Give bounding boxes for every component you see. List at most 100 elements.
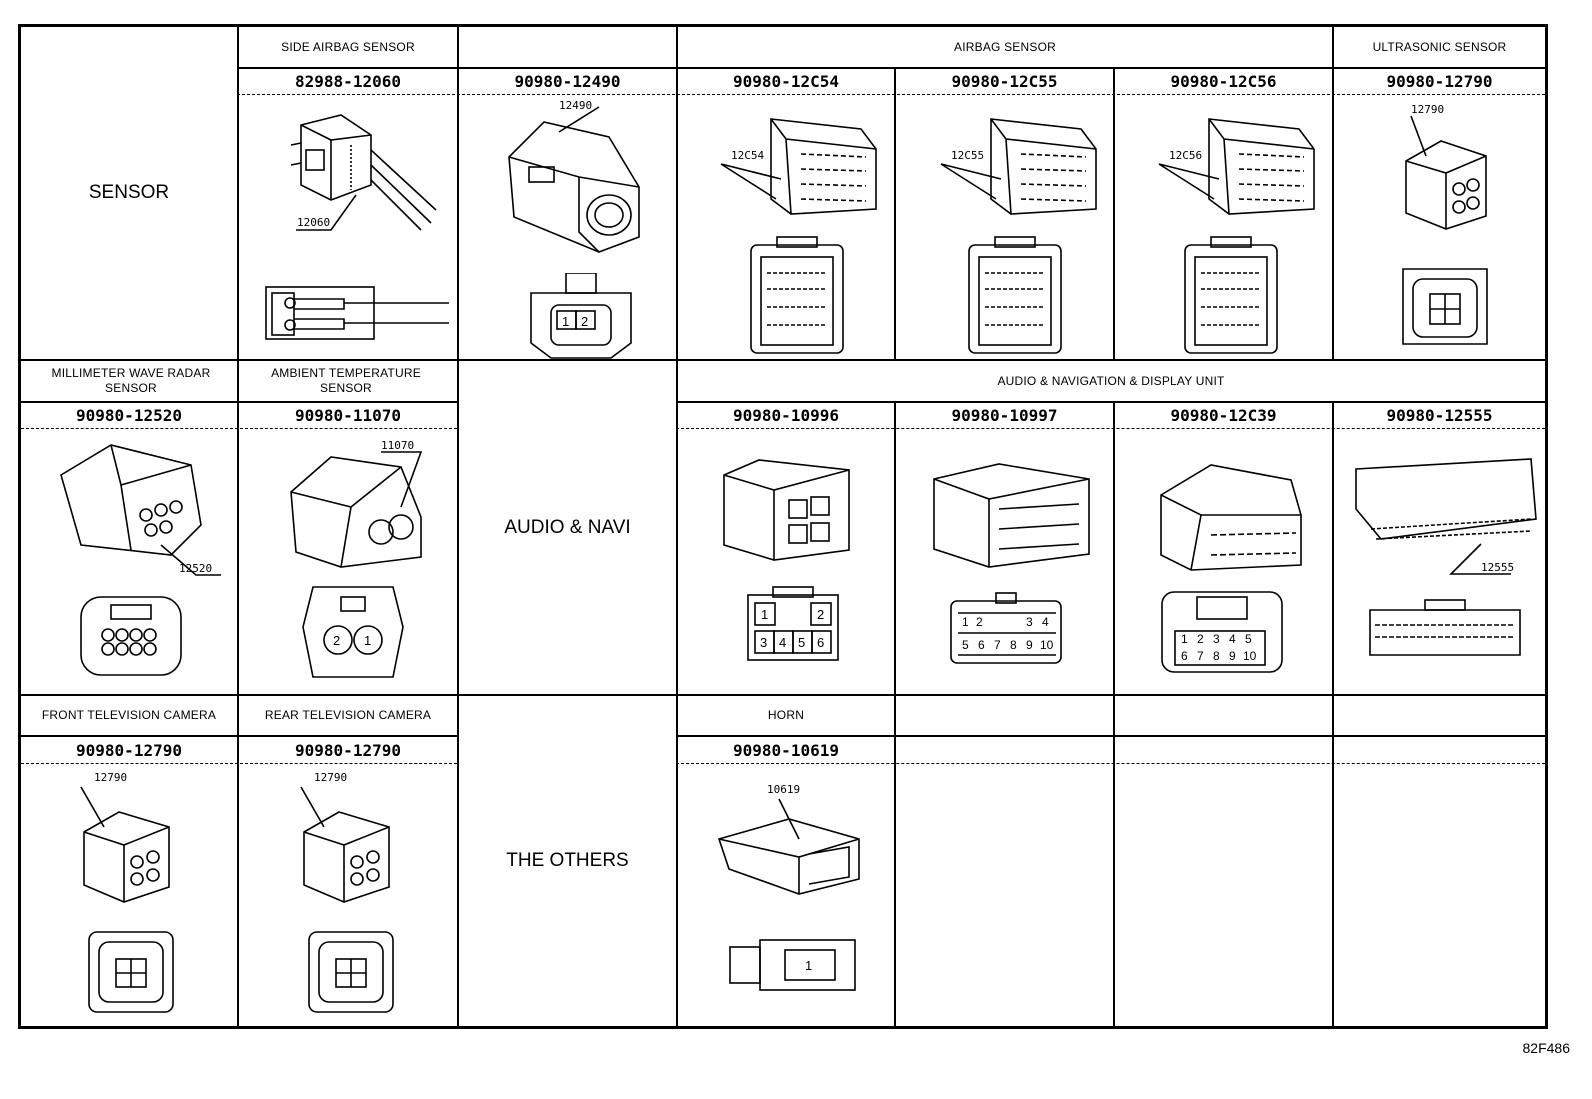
pin-number: 9 bbox=[1026, 638, 1033, 652]
pin-number: 1 bbox=[805, 958, 812, 973]
part-number: 90980-12C55 bbox=[951, 72, 1058, 91]
group-label-the-others: THE OTHERS bbox=[506, 850, 629, 871]
part-number: 90980-12490 bbox=[514, 72, 621, 91]
connector-illustration-12520: 12520 bbox=[51, 435, 221, 585]
section-title-side-airbag-sensor: SIDE AIRBAG SENSOR bbox=[281, 39, 415, 54]
pin-number: 3 bbox=[1026, 615, 1033, 629]
pin-number: 6 bbox=[978, 638, 985, 652]
pin-number: 2 bbox=[976, 615, 983, 629]
section-title-audio-navigation-display-unit: AUDIO & NAVIGATION & DISPLAY UNIT bbox=[997, 373, 1225, 388]
callout-label: 10619 bbox=[767, 783, 800, 796]
pin-number: 9 bbox=[1229, 649, 1236, 663]
pin-number: 2 bbox=[1197, 632, 1204, 646]
connector-illustration-front-camera-12790: 12790 bbox=[69, 767, 189, 907]
connector-face-12c54 bbox=[747, 235, 847, 355]
connector-illustration-rear-camera-12790: 12790 bbox=[289, 767, 409, 907]
pin-number: 7 bbox=[1197, 649, 1204, 663]
callout-label: 12555 bbox=[1481, 561, 1514, 574]
callout-label: 12520 bbox=[179, 562, 212, 575]
callout-label: 12790 bbox=[1411, 103, 1444, 116]
connector-illustration-10997 bbox=[929, 459, 1099, 569]
section-title-horn: HORN bbox=[767, 708, 805, 722]
part-number: 90980-11070 bbox=[295, 406, 401, 425]
connector-illustration-12555: 12555 bbox=[1351, 449, 1541, 579]
part-number: 90980-10996 bbox=[733, 406, 839, 425]
connector-face-10997: 1 2 3 4 5 6 7 8 9 10 bbox=[946, 591, 1066, 671]
pin-number: 5 bbox=[798, 635, 805, 650]
connector-illustration-12490: 12490 bbox=[499, 97, 649, 257]
pin-number: 6 bbox=[817, 635, 824, 650]
connector-face-12c55 bbox=[965, 235, 1065, 355]
pin-number: 10 bbox=[1040, 638, 1054, 652]
callout-label: 11070 bbox=[381, 439, 414, 452]
connector-face-11070: 2 1 bbox=[293, 582, 413, 682]
pin-number: 8 bbox=[1213, 649, 1220, 663]
pin-number: 3 bbox=[760, 635, 767, 650]
section-title-ambient-temperature-sensor: AMBIENT TEMPERATURE SENSOR bbox=[271, 366, 421, 395]
pin-number: 3 bbox=[1213, 632, 1220, 646]
connector-illustration-12790: 12790 bbox=[1391, 101, 1501, 231]
section-title-airbag-sensor: AIRBAG SENSOR bbox=[954, 39, 1056, 54]
pin-number: 10 bbox=[1243, 649, 1257, 663]
callout-label: 12C56 bbox=[1169, 149, 1202, 162]
connector-illustration-12c55: 12C55 bbox=[931, 109, 1101, 219]
connector-face-12490: 1 2 bbox=[521, 273, 641, 363]
pin-number: 1 bbox=[1181, 632, 1188, 646]
connector-face-12c39: 1 2 3 4 5 6 7 8 9 10 bbox=[1157, 587, 1287, 677]
part-number: 90980-12C54 bbox=[733, 72, 839, 91]
callout-label: 12C55 bbox=[951, 149, 984, 162]
section-title-ultrasonic-sensor: ULTRASONIC SENSOR bbox=[1372, 39, 1507, 54]
pin-number: 2 bbox=[333, 633, 340, 648]
callout-label: 12790 bbox=[314, 771, 347, 784]
part-number: 90980-12790 bbox=[295, 740, 401, 760]
connector-face-12520 bbox=[76, 589, 186, 679]
part-number: 90980-12C56 bbox=[1170, 72, 1277, 91]
callout-label: 12C54 bbox=[731, 149, 764, 162]
callout-label: 12060 bbox=[297, 216, 330, 229]
callout-label: 12490 bbox=[559, 99, 592, 112]
drawing-code: 82F486 bbox=[1522, 1040, 1570, 1056]
connector-illustration-12c39 bbox=[1151, 455, 1311, 575]
pin-number: 5 bbox=[962, 638, 969, 652]
part-number: 90980-12C39 bbox=[1170, 406, 1277, 425]
connector-face-front-camera-12790 bbox=[81, 927, 181, 1017]
connector-face-12060 bbox=[264, 285, 454, 345]
pin-number: 4 bbox=[779, 635, 786, 650]
part-number: 90980-12555 bbox=[1386, 406, 1493, 425]
connector-table: SENSOR SIDE AIRBAG SENSOR AIRBAG SENSOR … bbox=[18, 24, 1548, 1029]
connector-illustration-12060: 12060 bbox=[261, 105, 451, 235]
connector-face-12c56 bbox=[1181, 235, 1281, 355]
section-title-front-television-camera: FRONT TELEVISION CAMERA bbox=[41, 708, 217, 722]
pin-number: 8 bbox=[1010, 638, 1017, 652]
pin-number: 4 bbox=[1229, 632, 1236, 646]
pin-number: 1 bbox=[761, 607, 768, 622]
pin-number: 4 bbox=[1042, 615, 1049, 629]
pin-number: 1 bbox=[562, 314, 569, 329]
connector-illustration-12c56: 12C56 bbox=[1149, 109, 1319, 219]
connector-face-rear-camera-12790 bbox=[301, 927, 401, 1017]
part-number: 90980-10997 bbox=[951, 406, 1058, 425]
connector-illustration-11070: 11070 bbox=[281, 437, 441, 577]
pin-number: 6 bbox=[1181, 649, 1188, 663]
pin-number: 1 bbox=[364, 633, 371, 648]
connector-face-12790 bbox=[1395, 259, 1495, 354]
part-number: 90980-12520 bbox=[76, 406, 182, 425]
connector-illustration-10996 bbox=[719, 455, 859, 565]
group-label-sensor: SENSOR bbox=[88, 182, 170, 203]
part-number: 90980-12790 bbox=[1386, 72, 1493, 91]
section-title-millimeter-wave-radar-sensor: MILLIMETER WAVE RADAR SENSOR bbox=[51, 366, 211, 395]
pin-number: 5 bbox=[1245, 632, 1252, 646]
connector-face-12555 bbox=[1365, 595, 1525, 665]
pin-number: 2 bbox=[581, 314, 588, 329]
part-number: 82988-12060 bbox=[295, 72, 401, 91]
connector-illustration-10619: 10619 bbox=[709, 779, 869, 899]
connector-face-10996: 1 2 3 4 5 6 bbox=[743, 585, 843, 665]
callout-label: 12790 bbox=[94, 771, 127, 784]
pin-number: 2 bbox=[817, 607, 824, 622]
section-title-rear-television-camera: REAR TELEVISION CAMERA bbox=[264, 708, 432, 722]
pin-number: 1 bbox=[962, 615, 969, 629]
part-number: 90980-12790 bbox=[76, 740, 182, 760]
part-number: 90980-10619 bbox=[733, 740, 839, 760]
pin-number: 7 bbox=[994, 638, 1001, 652]
connector-illustration-12c54: 12C54 bbox=[711, 109, 881, 219]
